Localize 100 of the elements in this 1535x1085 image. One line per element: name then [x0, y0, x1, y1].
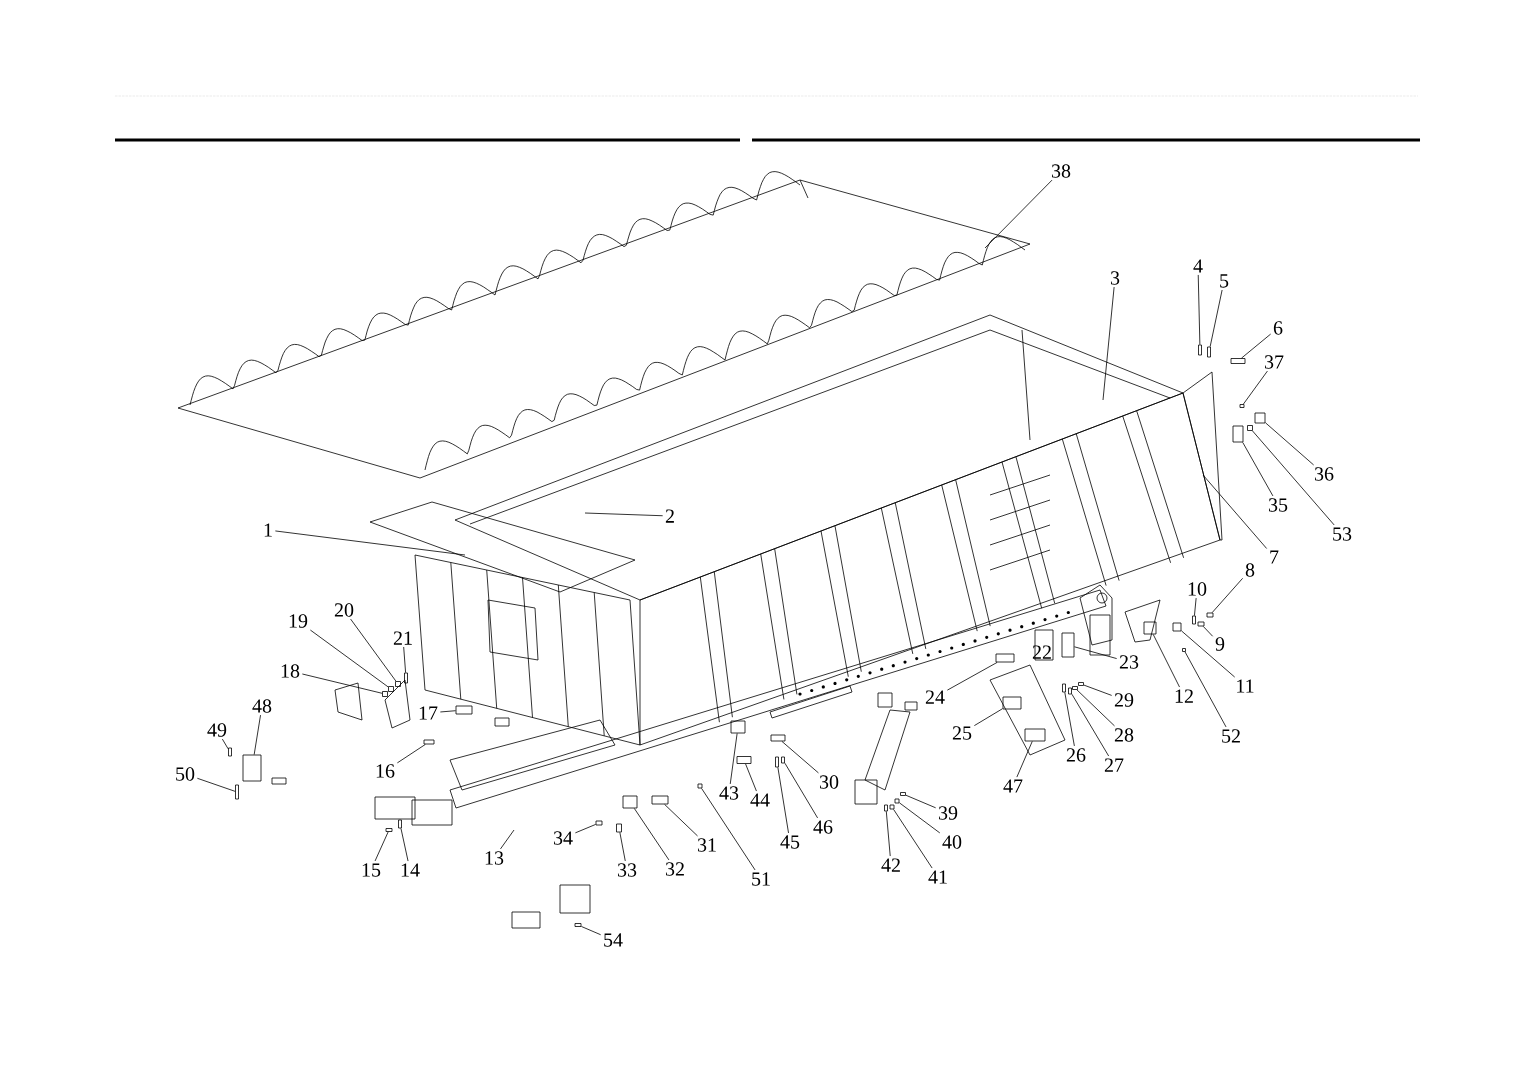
leader-line: [1102, 286, 1115, 401]
leader-line: [1243, 370, 1268, 405]
leader-line: [581, 926, 602, 936]
callout-number: 12: [1175, 689, 1193, 703]
callout-number: 15: [362, 863, 381, 877]
callout-number: 44: [750, 793, 770, 807]
callout-number: 16: [376, 764, 395, 778]
leader-line: [1071, 693, 1110, 757]
callout-number: 43: [719, 786, 739, 800]
leader-line: [439, 710, 456, 713]
leader-line: [374, 831, 389, 862]
callout-number: 31: [697, 838, 716, 852]
leader-line: [893, 809, 933, 869]
callout-number: 10: [1188, 582, 1207, 596]
callout-number: 5: [1220, 274, 1229, 288]
callout-number: 6: [1273, 321, 1283, 335]
leader-line: [196, 777, 236, 792]
hardware-part: [1072, 686, 1078, 690]
leader-line: [1252, 430, 1335, 526]
callout-number: 21: [393, 631, 412, 645]
callout-number: 23: [1119, 655, 1139, 669]
leader-line: [221, 738, 229, 750]
callout-number: 28: [1114, 728, 1134, 742]
callout-number: 14: [401, 863, 420, 877]
leader-line: [403, 646, 406, 673]
leader-line: [584, 512, 664, 517]
leader-line: [1016, 741, 1033, 778]
leader-line: [1076, 689, 1115, 727]
leader-line: [1242, 442, 1274, 497]
hardware-part: [385, 828, 393, 832]
callout-number: 22: [1032, 645, 1051, 659]
hardware-part: [1143, 621, 1157, 635]
leader-line: [1152, 634, 1180, 688]
callout-number: 33: [617, 863, 637, 877]
hardware-part: [900, 792, 906, 796]
leader-line: [1211, 577, 1244, 613]
leader-line: [781, 741, 819, 774]
hardware-part: [730, 720, 746, 734]
leader-line: [253, 714, 261, 755]
callout-number: 35: [1268, 498, 1288, 512]
leader-line: [1202, 626, 1214, 637]
hardware-part: [1247, 425, 1253, 431]
callout-number: 46: [813, 820, 833, 834]
callout-number: 34: [553, 831, 573, 845]
hardware-part: [1198, 344, 1202, 356]
callout-number: 19: [289, 614, 308, 628]
leader-line: [784, 762, 818, 819]
callout-number: 4: [1193, 259, 1203, 273]
callout-number: 38: [1051, 164, 1071, 178]
callout-number: 37: [1264, 355, 1284, 369]
hardware-part: [1239, 404, 1245, 408]
leader-line: [633, 808, 670, 861]
leader-line: [350, 618, 397, 682]
callout-number: 52: [1222, 729, 1240, 743]
callout-number: 53: [1333, 527, 1352, 541]
callout-number: 26: [1066, 748, 1086, 762]
hardware-part: [398, 819, 402, 829]
callout-number: 41: [928, 870, 947, 884]
callout-number: 49: [207, 723, 227, 737]
hardware-part: [455, 705, 473, 715]
leader-line: [574, 824, 596, 834]
hardware-part: [1254, 412, 1266, 424]
leader-line: [1064, 692, 1075, 747]
leader-line: [1083, 684, 1113, 696]
hardware-part: [1206, 612, 1214, 618]
leader-line: [1181, 630, 1236, 678]
hardware-part: [242, 754, 262, 782]
leader-line: [396, 744, 426, 764]
leader-line: [973, 708, 1003, 726]
hardware-part: [1207, 346, 1211, 358]
leader-line: [400, 828, 409, 862]
hardware-part: [995, 653, 1015, 663]
callout-number: 8: [1245, 563, 1255, 577]
callout-number: 30: [819, 775, 839, 789]
hardware-part: [775, 756, 779, 768]
hardware-part: [616, 823, 622, 833]
leader-line: [1265, 422, 1315, 466]
leader-line: [745, 763, 757, 792]
hardware-part: [736, 756, 752, 764]
callout-number: 54: [604, 933, 623, 947]
leader-line: [1197, 274, 1201, 345]
callout-number: 50: [176, 767, 195, 781]
hardware-part: [1192, 615, 1196, 625]
leader-line: [309, 629, 389, 688]
leader-line: [885, 811, 891, 857]
callout-number: 25: [952, 726, 972, 740]
callout-number: 11: [1237, 679, 1254, 693]
leader-line: [274, 530, 466, 556]
hardware-part: [595, 820, 603, 826]
leader-line: [1194, 597, 1197, 616]
leader-line: [1209, 289, 1223, 347]
leader-line: [701, 788, 756, 871]
leader-line: [1184, 651, 1227, 728]
callout-number: 36: [1314, 467, 1334, 481]
hardware-part: [1172, 622, 1182, 632]
hardware-part: [1068, 687, 1072, 695]
hardware-part: [1197, 621, 1205, 627]
callout-number: 45: [780, 835, 800, 849]
leader-line: [301, 673, 383, 694]
leader-line: [664, 804, 698, 837]
